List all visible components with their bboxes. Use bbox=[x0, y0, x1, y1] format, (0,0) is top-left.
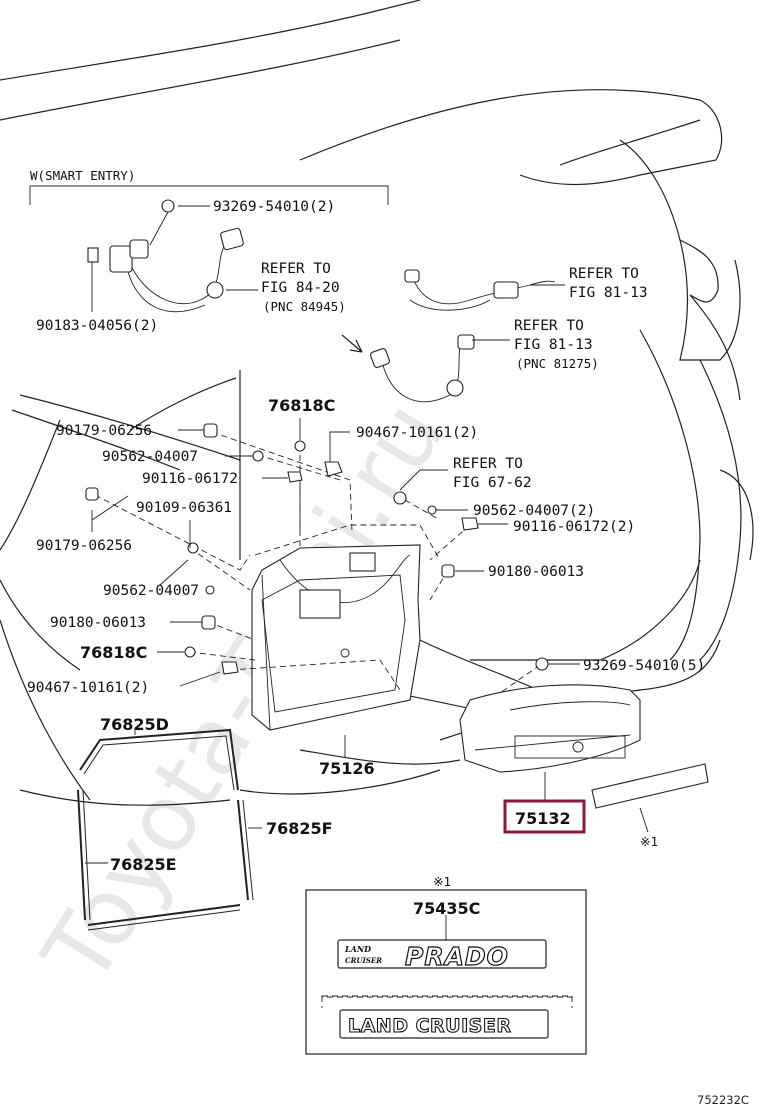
weatherstrip-76825D bbox=[79, 728, 239, 791]
part-label-76825e: 76825E bbox=[110, 855, 177, 874]
refer3-line2: FIG 81-13 bbox=[514, 337, 593, 353]
weatherstrip-76825E bbox=[77, 789, 241, 931]
refer1-line1: REFER TO bbox=[261, 261, 331, 277]
part-label-76818c-a: 76818C bbox=[268, 396, 335, 415]
part-label-90116-a: 90116-06172 bbox=[142, 471, 238, 487]
emblem-prado: PRADO bbox=[405, 942, 509, 971]
emblem-strip bbox=[591, 763, 709, 809]
part-label-90467-b: 90467-10161(2) bbox=[27, 680, 149, 696]
emblem-land-small: LAND bbox=[344, 944, 371, 954]
refer1-line3: (PNC 84945) bbox=[263, 299, 346, 314]
part-label-75435c: 75435C bbox=[413, 899, 480, 918]
part-label-90562-b: 90562-04007 bbox=[103, 583, 199, 599]
part-label-93269-a: 93269-54010(2) bbox=[213, 199, 335, 215]
part-label-90562-c: 90562-04007(2) bbox=[473, 503, 595, 519]
note-mark-strip: ※1 bbox=[640, 834, 658, 849]
highlight-box[interactable] bbox=[503, 799, 586, 834]
refer1-line2: FIG 84-20 bbox=[261, 280, 340, 296]
smart-entry-bracket: W(SMART ENTRY) bbox=[29, 168, 389, 205]
part-label-90562-a: 90562-04007 bbox=[102, 449, 198, 465]
part-label-75126: 75126 bbox=[319, 759, 375, 778]
smart-entry-label: W(SMART ENTRY) bbox=[30, 168, 135, 183]
back-door-frame bbox=[251, 544, 421, 731]
note-mark-box: ※1 bbox=[433, 874, 451, 889]
part-label-90179-a: 90179-06256 bbox=[56, 423, 152, 439]
part-label-93269-b: 93269-54010(5) bbox=[583, 658, 705, 674]
refer2-line1: REFER TO bbox=[569, 266, 639, 282]
harness-left bbox=[87, 199, 244, 313]
weatherstrip-76825F bbox=[237, 799, 254, 901]
refer4-line1: REFER TO bbox=[453, 456, 523, 472]
part-label-90180-b: 90180-06013 bbox=[488, 564, 584, 580]
part-label-76818c-b: 76818C bbox=[80, 643, 147, 662]
refer3-line1: REFER TO bbox=[514, 318, 584, 334]
back-door-garnish bbox=[459, 684, 641, 773]
part-label-90467-a: 90467-10161(2) bbox=[356, 425, 478, 441]
part-label-90116-b: 90116-06172(2) bbox=[513, 519, 635, 535]
refer3-line3: (PNC 81275) bbox=[516, 356, 599, 371]
part-label-90183: 90183-04056(2) bbox=[36, 318, 158, 334]
part-label-76825d: 76825D bbox=[100, 715, 169, 734]
refer4-line2: FIG 67-62 bbox=[453, 475, 532, 491]
emblem-land-cruiser: LAND CRUISER bbox=[348, 1015, 511, 1037]
prado-emblem bbox=[337, 939, 547, 969]
fasteners bbox=[85, 423, 549, 675]
part-label-90109: 90109-06361 bbox=[136, 500, 232, 516]
leader-lines bbox=[85, 205, 649, 940]
emblem-cruiser-small: CRUISER bbox=[345, 956, 382, 965]
land-cruiser-emblem bbox=[339, 1009, 549, 1039]
emblem-box: ※1 75435C LAND CRUISER PRADO LAND CRUISE… bbox=[305, 874, 587, 1055]
refer2-line2: FIG 81-13 bbox=[569, 285, 648, 301]
part-label-76825f: 76825F bbox=[266, 819, 333, 838]
part-label-75132[interactable]: 75132 bbox=[515, 809, 571, 828]
part-label-90179-b: 90179-06256 bbox=[36, 538, 132, 554]
part-label-90180-a: 90180-06013 bbox=[50, 615, 146, 631]
figure-code: 752232C bbox=[697, 1093, 749, 1107]
harness-right bbox=[341, 269, 556, 403]
